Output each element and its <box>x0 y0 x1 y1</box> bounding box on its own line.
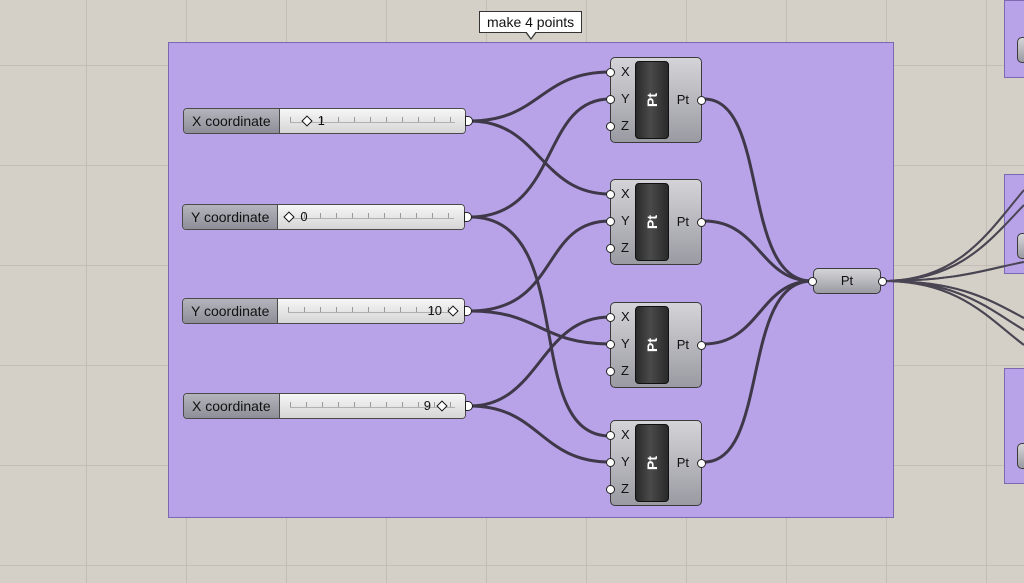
input-label-y: Y <box>621 336 630 351</box>
wire-top-16 <box>883 280 1024 319</box>
slider-name: Y coordinate <box>183 299 279 323</box>
slider-value-text: 1 <box>317 113 325 128</box>
slider-name: X coordinate <box>184 109 280 133</box>
slider-grip-icon[interactable] <box>436 400 448 412</box>
slider-value[interactable]: 10 <box>428 299 460 323</box>
group-label[interactable]: make 4 points <box>479 11 583 33</box>
output-label: Pt <box>676 214 689 229</box>
input-label-z: Z <box>621 481 629 496</box>
component-nickname-text: Pt <box>644 93 660 107</box>
output-port[interactable] <box>697 459 706 468</box>
input-label-y: Y <box>621 91 630 106</box>
offscreen-component[interactable] <box>1017 443 1024 469</box>
slider-grip-icon[interactable] <box>447 305 459 317</box>
slider-track[interactable]: 10 <box>278 299 464 323</box>
input-label-x: X <box>621 186 630 201</box>
component-nickname-text: Pt <box>644 338 660 352</box>
wire-param-out-1 <box>883 189 1024 282</box>
component-nickname[interactable]: Pt <box>635 424 669 502</box>
group-label-pointer <box>525 31 537 40</box>
component-nickname[interactable]: Pt <box>635 183 669 261</box>
input-labels: X Y Z <box>611 303 633 387</box>
number-slider-y10[interactable]: Y coordinate 10 <box>182 298 465 324</box>
output-port[interactable] <box>697 218 706 227</box>
wire-param-out-3 <box>883 261 1024 282</box>
output-port[interactable] <box>697 96 706 105</box>
wire-top-13 <box>883 189 1024 282</box>
wire-param-out-6 <box>883 280 1024 346</box>
point-parameter[interactable]: Pt <box>813 268 881 294</box>
slider-name: Y coordinate <box>183 205 279 229</box>
slider-value-text: 9 <box>423 398 431 413</box>
wire-param-out-4 <box>883 280 1024 319</box>
offscreen-group-2[interactable] <box>1004 174 1024 274</box>
wire-param-out-2 <box>883 204 1024 282</box>
wire-top-14 <box>883 204 1024 282</box>
construct-point-component-1[interactable]: X Y Z Pt Pt <box>606 57 706 143</box>
input-label-y: Y <box>621 213 630 228</box>
output-port[interactable] <box>697 341 706 350</box>
component-nickname-text: Pt <box>644 456 660 470</box>
component-nickname[interactable]: Pt <box>635 61 669 139</box>
slider-name: X coordinate <box>184 394 280 418</box>
input-port-z[interactable] <box>606 485 615 494</box>
offscreen-component[interactable] <box>1017 233 1024 259</box>
wire-top-15 <box>883 261 1024 282</box>
number-slider-y0[interactable]: Y coordinate 0 <box>182 204 465 230</box>
offscreen-component[interactable] <box>1017 37 1024 63</box>
slider-grip-icon[interactable] <box>300 115 313 127</box>
input-label-z: Z <box>621 240 629 255</box>
slider-track[interactable]: 1 <box>279 109 465 133</box>
slider-value[interactable]: 9 <box>424 394 449 418</box>
slider-track[interactable]: 9 <box>279 394 465 418</box>
slider-value-text: 10 <box>427 303 442 318</box>
construct-point-component-4[interactable]: X Y Z Pt Pt <box>606 420 706 506</box>
input-label-z: Z <box>621 118 629 133</box>
input-labels: X Y Z <box>611 421 633 505</box>
input-label-x: X <box>621 64 630 79</box>
number-slider-x9[interactable]: X coordinate 9 <box>183 393 466 419</box>
offscreen-group-3[interactable] <box>1004 368 1024 484</box>
input-labels: X Y Z <box>611 180 633 264</box>
wire-param-out-5 <box>883 280 1024 331</box>
component-nickname-text: Pt <box>644 215 660 229</box>
input-label-z: Z <box>621 363 629 378</box>
param-output-port[interactable] <box>878 277 887 286</box>
input-label-x: X <box>621 309 630 324</box>
slider-value[interactable]: 1 <box>300 109 325 133</box>
slider-track[interactable]: 0 <box>278 205 464 229</box>
component-nickname[interactable]: Pt <box>635 306 669 384</box>
input-label-x: X <box>621 427 630 442</box>
wire-top-17 <box>883 280 1024 331</box>
input-labels: X Y Z <box>611 58 633 142</box>
output-label: Pt <box>676 455 689 470</box>
offscreen-group-1[interactable] <box>1004 0 1024 78</box>
construct-point-component-2[interactable]: X Y Z Pt Pt <box>606 179 706 265</box>
output-label: Pt <box>676 337 689 352</box>
output-label: Pt <box>676 92 689 107</box>
number-slider-x1[interactable]: X coordinate 1 <box>183 108 466 134</box>
slider-value[interactable]: 0 <box>282 205 308 229</box>
slider-value-text: 0 <box>300 209 308 224</box>
construct-point-component-3[interactable]: X Y Z Pt Pt <box>606 302 706 388</box>
param-input-port[interactable] <box>808 277 817 286</box>
wire-top-18 <box>883 280 1024 346</box>
input-label-y: Y <box>621 454 630 469</box>
slider-grip-icon[interactable] <box>283 211 296 223</box>
